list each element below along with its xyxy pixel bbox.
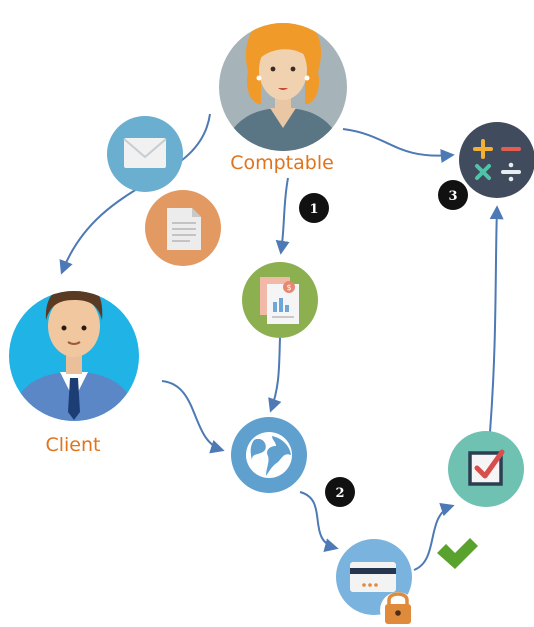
- lock-icon: [380, 592, 416, 627]
- step-badge-1: 1: [299, 193, 329, 223]
- step-number-1: 1: [309, 202, 318, 217]
- checkmark-icon: [437, 538, 478, 569]
- invoice-icon: $: [242, 262, 318, 338]
- arrow-client-to-web: [161, 380, 225, 454]
- calculator-icon: [459, 122, 534, 198]
- comptable-node: [219, 23, 347, 151]
- svg-text:$: $: [286, 283, 291, 292]
- arrow-comptable-to-calculator: [342, 128, 455, 163]
- checkbox-icon: [448, 431, 524, 507]
- arrow-web-to-payment: [299, 491, 339, 552]
- step-number-3: 3: [448, 189, 457, 204]
- step-badge-2: 2: [325, 477, 355, 507]
- email-icon: [107, 116, 183, 192]
- step-badge-3: 3: [438, 180, 468, 210]
- globe-icon: [231, 417, 307, 493]
- step-number-2: 2: [335, 486, 344, 501]
- comptable-label: Comptable: [230, 152, 334, 174]
- arrow-comptable-to-invoice: [275, 177, 290, 255]
- arrow-payment-to-validation: [413, 502, 455, 571]
- client-label: Client: [45, 434, 100, 456]
- arrow-invoice-to-web: [268, 337, 282, 413]
- client-node: [9, 291, 139, 421]
- document-icon: [145, 190, 221, 266]
- arrow-validation-to-calculator: [489, 205, 504, 433]
